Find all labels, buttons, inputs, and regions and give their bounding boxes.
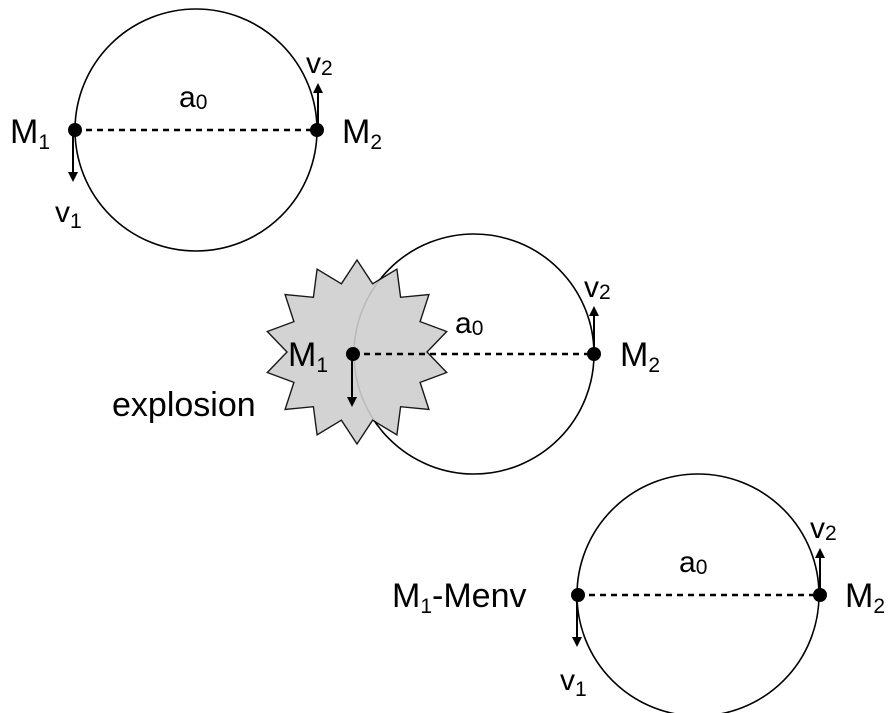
v2-label: v2 — [810, 512, 837, 545]
star-m2-label: M2 — [845, 577, 885, 618]
v1-label: v1 — [560, 664, 587, 701]
separation-label: a0 — [679, 546, 707, 579]
separation-label: a0 — [179, 81, 207, 114]
panel-before: M1 M2 a0 v1 v2 — [10, 8, 382, 252]
star-m1-label: M1-Menv — [392, 577, 526, 618]
star-m1-label: M1 — [10, 113, 50, 154]
v1-label: v1 — [55, 196, 82, 233]
panel-after: M1-Menv M2 a0 v1 v2 — [392, 473, 885, 713]
separation-label: a0 — [455, 307, 483, 340]
v2-label: v2 — [306, 47, 333, 80]
v2-label: v2 — [584, 271, 611, 304]
star-m2 — [587, 347, 601, 361]
panel-explosion: explosion M1 M2 a0 v2 — [112, 233, 660, 475]
star-m1 — [346, 347, 360, 361]
star-m2-label: M2 — [620, 336, 660, 377]
explosion-label: explosion — [112, 386, 256, 424]
star-m1 — [571, 588, 585, 602]
star-m1 — [68, 123, 82, 137]
star-m1-label: M1 — [288, 336, 328, 377]
star-m2 — [813, 588, 827, 602]
star-m2-label: M2 — [342, 113, 382, 154]
orbit-circle — [576, 473, 820, 713]
star-m2 — [310, 123, 324, 137]
